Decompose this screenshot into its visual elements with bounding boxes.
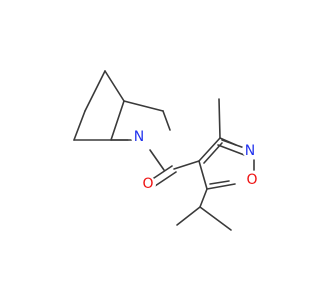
bond	[73, 110, 86, 141]
bond	[110, 100, 125, 141]
bond	[199, 188, 208, 208]
bond	[84, 70, 106, 112]
bond	[123, 100, 164, 112]
bond	[206, 183, 236, 190]
bond	[203, 142, 223, 164]
bond	[162, 110, 171, 131]
bond	[198, 137, 221, 162]
molecule-structure: N O N O	[73, 70, 258, 231]
bond	[104, 70, 125, 102]
bond	[199, 206, 232, 231]
bond	[218, 98, 221, 139]
bond	[217, 144, 248, 157]
bond	[149, 149, 165, 171]
carbonyl-oxygen-label: O	[142, 176, 153, 192]
molecule-canvas: N O N O	[73, 70, 258, 231]
bond	[173, 160, 200, 170]
bond	[198, 160, 208, 190]
ring-nitrogen-label: N	[245, 143, 255, 159]
bond	[150, 165, 173, 181]
bond	[176, 206, 201, 226]
amide-nitrogen-label: N	[134, 129, 144, 145]
bond	[154, 171, 177, 187]
ring-oxygen-label: O	[246, 172, 257, 188]
bond	[209, 180, 230, 185]
